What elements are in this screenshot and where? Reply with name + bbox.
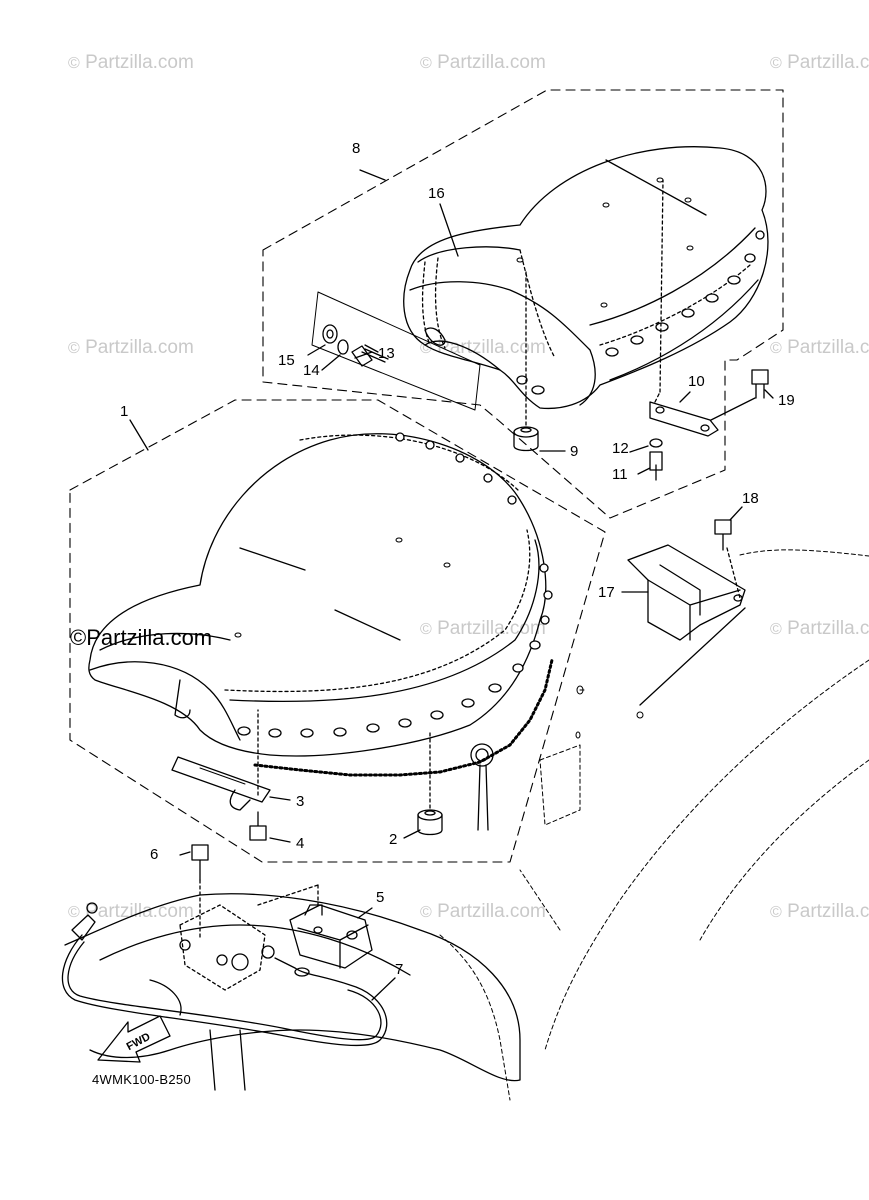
seat-lock-5 [289,904,373,969]
frame-tube [64,893,521,1091]
damper-9 [513,426,539,452]
bracket-17 [627,544,746,641]
callout-7[interactable]: 7 [395,961,404,978]
lock-washer-14 [337,339,349,355]
callout-12[interactable]: 12 [612,440,629,457]
callout-17[interactable]: 17 [598,584,615,601]
bolt-18 [714,519,732,551]
callout-2[interactable]: 2 [389,831,398,848]
frame-outline [439,549,869,1101]
bolt-4 [249,811,267,841]
partzilla-watermark: ©Partzilla.com [70,625,213,650]
diagram-code: 4WMK100-B250 [92,1072,191,1087]
watermark: © Partzilla.com [420,337,546,358]
rear-seat-cushion [403,146,769,410]
watermark: © Partzilla.com [770,337,869,358]
watermark: © Partzilla.com [68,52,194,73]
front-seat-cushion [88,433,547,757]
watermark: © Partzilla.com [770,901,869,922]
front-seat-holes [234,537,451,638]
callout-1[interactable]: 1 [120,403,129,420]
seat-trim-chain [253,658,554,777]
callout-3[interactable]: 3 [296,793,305,810]
washer-12 [649,438,663,448]
watermark: © Partzilla.com [420,52,546,73]
callout-8[interactable]: 8 [352,140,361,157]
seat-emblem [470,743,494,831]
callout-19[interactable]: 19 [778,392,795,409]
group-boundary-1 [69,399,606,863]
watermark: © Partzilla.com [68,337,194,358]
callout-4[interactable]: 4 [296,835,305,852]
callout-11[interactable]: 11 [612,466,628,483]
callout-15[interactable]: 15 [278,352,295,369]
fwd-arrow-icon [97,1015,171,1063]
damper-2 [417,809,443,836]
callout-9[interactable]: 9 [570,443,579,460]
watermark: © Partzilla.com [770,618,869,639]
watermark: © Partzilla.com [68,901,194,922]
callout-16[interactable]: 16 [428,185,445,202]
bolt-19 [751,369,769,399]
callout-5[interactable]: 5 [376,889,385,906]
callout-14[interactable]: 14 [303,362,320,379]
callout-10[interactable]: 10 [688,373,705,390]
plate-3 [171,756,271,803]
bolt-6 [191,844,209,881]
cable-7 [61,934,388,1047]
washer-15 [322,324,338,344]
group-boundary-8 [262,89,784,519]
callout-18[interactable]: 18 [742,490,759,507]
rear-seat-studs [516,230,765,395]
bolt-11 [649,451,663,481]
watermark: © Partzilla.com [770,52,869,73]
callout-13[interactable]: 13 [378,345,395,362]
front-seat-studs [237,432,553,738]
bracket-10 [649,401,719,437]
callout-6[interactable]: 6 [150,846,159,863]
watermark: © Partzilla.com [420,901,546,922]
mounting-panel [311,291,481,411]
